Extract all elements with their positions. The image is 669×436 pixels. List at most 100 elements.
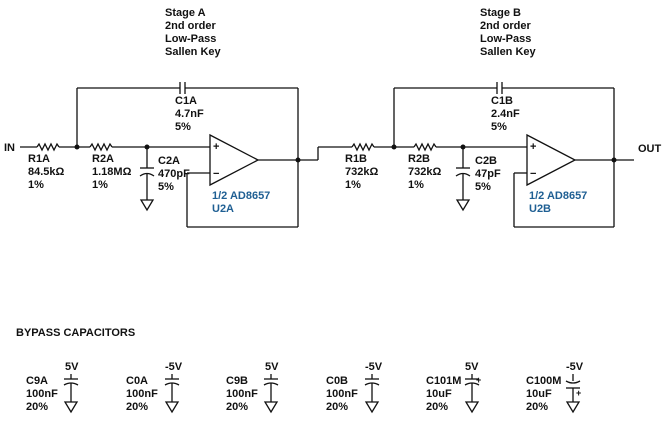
u2b-minus-pin: −	[530, 168, 536, 180]
bypass-cap-rail: -5V	[165, 361, 183, 373]
bypass-cap-ref: C9B	[226, 375, 248, 387]
c2a-ref: C2A	[158, 155, 180, 167]
r2a-tolerance: 1%	[92, 179, 108, 191]
bypass-cap-value: 100nF	[26, 388, 58, 400]
bypass-cap-ref: C0B	[326, 375, 348, 387]
r2b-tolerance: 1%	[408, 179, 424, 191]
c1a-label: C1A 4.7nF 5%	[175, 95, 204, 133]
u2a-minus-pin: −	[213, 168, 219, 180]
bypass-cap-tolerance: 20%	[526, 401, 548, 413]
bypass-cap-c101m: C101M 10uF 20% 5V +	[426, 361, 481, 414]
c2b-ref: C2B	[475, 155, 497, 167]
bypass-cap-value: 100nF	[126, 388, 158, 400]
u2b-part: 1/2 AD8657	[529, 190, 587, 202]
bypass-cap-c9a: C9A 100nF 20% 5V	[26, 361, 79, 414]
out-port-label: OUT	[638, 143, 662, 155]
c2a-value: 470pF	[158, 168, 190, 180]
u2b-opamp	[526, 133, 577, 187]
ground-symbol	[565, 401, 581, 414]
stage-a-header: Stage A 2nd order Low-Pass Sallen Key	[165, 7, 222, 58]
c1a-tolerance: 5%	[175, 121, 191, 133]
stage-a-type: Low-Pass	[165, 33, 216, 45]
c1b-value: 2.4nF	[491, 108, 520, 120]
bypass-cap-c9b: C9B 100nF 20% 5V	[226, 361, 279, 414]
polarity-mark: +	[476, 375, 481, 385]
c2b-label: C2B 47pF 5%	[475, 155, 501, 193]
u2b-label: 1/2 AD8657 U2B	[529, 190, 587, 215]
c2b-tolerance: 5%	[475, 181, 491, 193]
polarity-mark: +	[576, 388, 581, 398]
u2a-part: 1/2 AD8657	[212, 190, 270, 202]
stage-a-wiring	[20, 82, 319, 228]
r1b-tolerance: 1%	[345, 179, 361, 191]
stage-a-topology: Sallen Key	[165, 46, 222, 58]
r2a-ref: R2A	[92, 153, 114, 165]
stage-b-type: Low-Pass	[480, 33, 531, 45]
r2b-resistor	[413, 142, 437, 152]
bypass-cap-value: 10uF	[426, 388, 452, 400]
ground-symbol	[364, 401, 380, 414]
bypass-cap-ref: C9A	[26, 375, 48, 387]
bypass-cap-rail: -5V	[365, 361, 383, 373]
r1b-ref: R1B	[345, 153, 367, 165]
bypass-cap-tolerance: 20%	[26, 401, 48, 413]
c1b-ref: C1B	[491, 95, 513, 107]
stage-b-order: 2nd order	[480, 20, 531, 32]
bypass-cap-tolerance: 20%	[326, 401, 348, 413]
bypass-cap-value: 10uF	[526, 388, 552, 400]
stage-b-title: Stage B	[480, 7, 521, 19]
u2b-plus-pin: +	[530, 141, 536, 153]
bypass-cap-value: 100nF	[326, 388, 358, 400]
r1a-tolerance: 1%	[28, 179, 44, 191]
ground-symbol	[464, 401, 480, 414]
u2b-ref: U2B	[529, 203, 551, 215]
bypass-cap-rail: 5V	[65, 361, 79, 373]
c1a-ref: C1A	[175, 95, 197, 107]
bypass-cap-tolerance: 20%	[126, 401, 148, 413]
stage-a-title: Stage A	[165, 7, 206, 19]
r2a-value: 1.18MΩ	[92, 166, 132, 178]
bypass-cap-c0b: C0B 100nF 20% -5V	[326, 361, 383, 414]
c2a-plate-bottom	[139, 172, 155, 177]
c2b-ground-symbol	[455, 199, 471, 212]
r2a-resistor	[89, 142, 113, 152]
bypass-title: BYPASS CAPACITORS	[16, 327, 135, 339]
capacitor-symbol	[565, 380, 581, 384]
c2a-ground-symbol	[139, 199, 155, 212]
u2a-ref: U2A	[212, 203, 234, 215]
u2a-plus-pin: +	[213, 141, 219, 153]
stage-b-topology: Sallen Key	[480, 46, 537, 58]
ground-symbol	[63, 401, 79, 414]
bypass-cap-tolerance: 20%	[226, 401, 248, 413]
r1a-ref: R1A	[28, 153, 50, 165]
r2b-ref: R2B	[408, 153, 430, 165]
c2a-label: C2A 470pF 5%	[158, 155, 190, 193]
ground-symbol	[263, 401, 279, 414]
bypass-cap-rail: 5V	[265, 361, 279, 373]
c1a-value: 4.7nF	[175, 108, 204, 120]
r2b-value: 732kΩ	[408, 166, 441, 178]
r1a-label: R1A 84.5kΩ 1%	[28, 153, 65, 191]
r1b-value: 732kΩ	[345, 166, 378, 178]
c2b-plate-bottom	[455, 172, 471, 177]
stage-b-wiring	[318, 82, 634, 228]
bypass-cap-value: 100nF	[226, 388, 258, 400]
r1a-value: 84.5kΩ	[28, 166, 65, 178]
u2a-opamp	[209, 133, 260, 187]
r1b-resistor	[351, 142, 375, 152]
c2a-tolerance: 5%	[158, 181, 174, 193]
bypass-cap-ref: C101M	[426, 375, 461, 387]
bypass-cap-ref: C0A	[126, 375, 148, 387]
r1a-resistor	[36, 142, 60, 152]
c1b-label: C1B 2.4nF 5%	[491, 95, 520, 133]
bypass-cap-c0a: C0A 100nF 20% -5V	[126, 361, 183, 414]
r2a-label: R2A 1.18MΩ 1%	[92, 153, 132, 191]
stage-a-order: 2nd order	[165, 20, 216, 32]
u2a-label: 1/2 AD8657 U2A	[212, 190, 270, 215]
r1b-label: R1B 732kΩ 1%	[345, 153, 378, 191]
in-port-label: IN	[4, 142, 15, 154]
bypass-cap-rail: 5V	[465, 361, 479, 373]
bypass-cap-tolerance: 20%	[426, 401, 448, 413]
r2b-label: R2B 732kΩ 1%	[408, 153, 441, 191]
